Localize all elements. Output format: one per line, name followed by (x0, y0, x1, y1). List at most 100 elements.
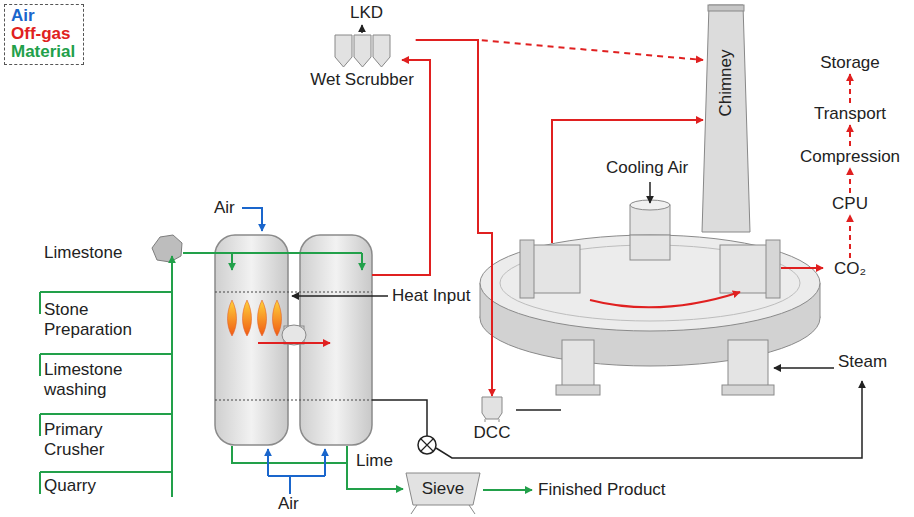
dotted-level (215, 292, 372, 293)
kiln-shaft (300, 235, 372, 445)
process-label: Limestone (44, 243, 122, 263)
duct-flange (556, 385, 600, 395)
material-line (347, 446, 403, 489)
kiln-shaft (215, 235, 288, 445)
label-slot: Primary Crusher (44, 420, 159, 460)
process-label: Stone Preparation (44, 300, 159, 340)
off-gas-connector (849, 215, 851, 258)
node-text: Storage (820, 53, 880, 73)
legend-entry: Air (11, 7, 75, 25)
dcc-vessel (482, 397, 502, 419)
flame (228, 300, 237, 336)
duct (532, 245, 580, 293)
air-line (242, 208, 262, 231)
heat-exchanger-symbol (418, 436, 436, 454)
heat-input-arrow (292, 295, 388, 297)
material-line (183, 252, 362, 254)
legend-entry: Off-gas (11, 25, 75, 43)
label-slot: Lime (356, 451, 393, 471)
legend-text: Material (11, 42, 75, 61)
rotation-arrow (590, 292, 740, 307)
off-gas-line (552, 120, 703, 243)
process-step: CO₂ (832, 258, 868, 280)
off-gas-connector (416, 40, 703, 60)
node-text: Transport (814, 104, 886, 124)
process-label: Primary Crusher (44, 420, 159, 460)
scrubber-unit: Wet Scrubber (308, 32, 416, 91)
air-line (324, 449, 326, 476)
legend: AirOff-gasMaterial (4, 4, 84, 65)
process-step: Transport (812, 103, 888, 125)
node-text: Sieve (407, 473, 479, 505)
disc-body (820, 283, 821, 318)
label-slot: Cooling Air (606, 158, 688, 178)
dcc-unit: DCC (472, 396, 513, 444)
material-line (361, 253, 363, 270)
steam-line (436, 381, 862, 458)
legend-swatch: Air (11, 6, 35, 25)
process-label: Limestone washing (44, 360, 159, 400)
process-step: Compression (798, 146, 902, 168)
label-slot: Limestone washing (44, 360, 159, 400)
label-slot: Steam (838, 352, 887, 372)
flame (258, 300, 267, 336)
steam-arrow (774, 367, 834, 369)
disc-body (480, 283, 481, 318)
label-slot: Finished Product (538, 480, 666, 500)
process-label: Air (214, 198, 235, 218)
process-label: Air (278, 494, 299, 514)
scrubber-cylinder (354, 35, 371, 67)
process-label: Lime (356, 451, 393, 471)
disc-top (480, 235, 820, 331)
limestone-rock (152, 235, 182, 262)
process-label: Cooling Air (606, 158, 688, 178)
node-text: Chimney (716, 49, 736, 116)
node-text: CPU (832, 194, 868, 214)
material-line (231, 253, 233, 270)
duct (562, 340, 594, 388)
process-label: Heat Input (392, 286, 470, 306)
process-step: Storage (818, 52, 882, 74)
lkd-arrow (361, 25, 363, 33)
sieve-unit: Sieve (405, 472, 481, 506)
process-label: Finished Product (538, 480, 666, 500)
process-label: Steam (838, 352, 887, 372)
legend-swatch: Off-gas (11, 24, 71, 43)
label-slot: Limestone (44, 243, 122, 263)
gas-transfer-arrow (258, 342, 330, 344)
material-line (232, 446, 347, 463)
process-step: CPU (830, 193, 870, 215)
off-gas-line (781, 267, 823, 269)
duct (728, 340, 768, 388)
duct-flange (520, 240, 534, 298)
dcc-legs (485, 419, 499, 422)
scrubber-cylinder (373, 35, 390, 67)
label-slot: Stone Preparation (44, 300, 159, 340)
label-slot: Air (214, 198, 235, 218)
legend-text: Air (11, 6, 35, 25)
scrubber-cylinder (335, 35, 352, 67)
duct-flange (766, 240, 780, 298)
air-lines (242, 208, 325, 494)
node-text: CO₂ (834, 259, 866, 279)
off-gas-connector (849, 168, 851, 193)
off-gas-connector (849, 125, 851, 146)
rotary-reactor (480, 200, 820, 395)
label-slot: LKD (350, 3, 383, 23)
node-text: Wet Scrubber (310, 70, 414, 90)
heat-exchanger-symbol (421, 439, 433, 451)
duct (720, 245, 768, 293)
process-label: LKD (350, 3, 383, 23)
legend-entry: Material (11, 43, 75, 61)
air-line (267, 449, 269, 476)
node-text: DCC (474, 423, 511, 443)
process-label: Quarry (44, 476, 96, 496)
kiln-shafts (215, 235, 372, 445)
air-line (268, 476, 325, 494)
flame (273, 300, 282, 336)
label-slot: Quarry (44, 476, 96, 496)
